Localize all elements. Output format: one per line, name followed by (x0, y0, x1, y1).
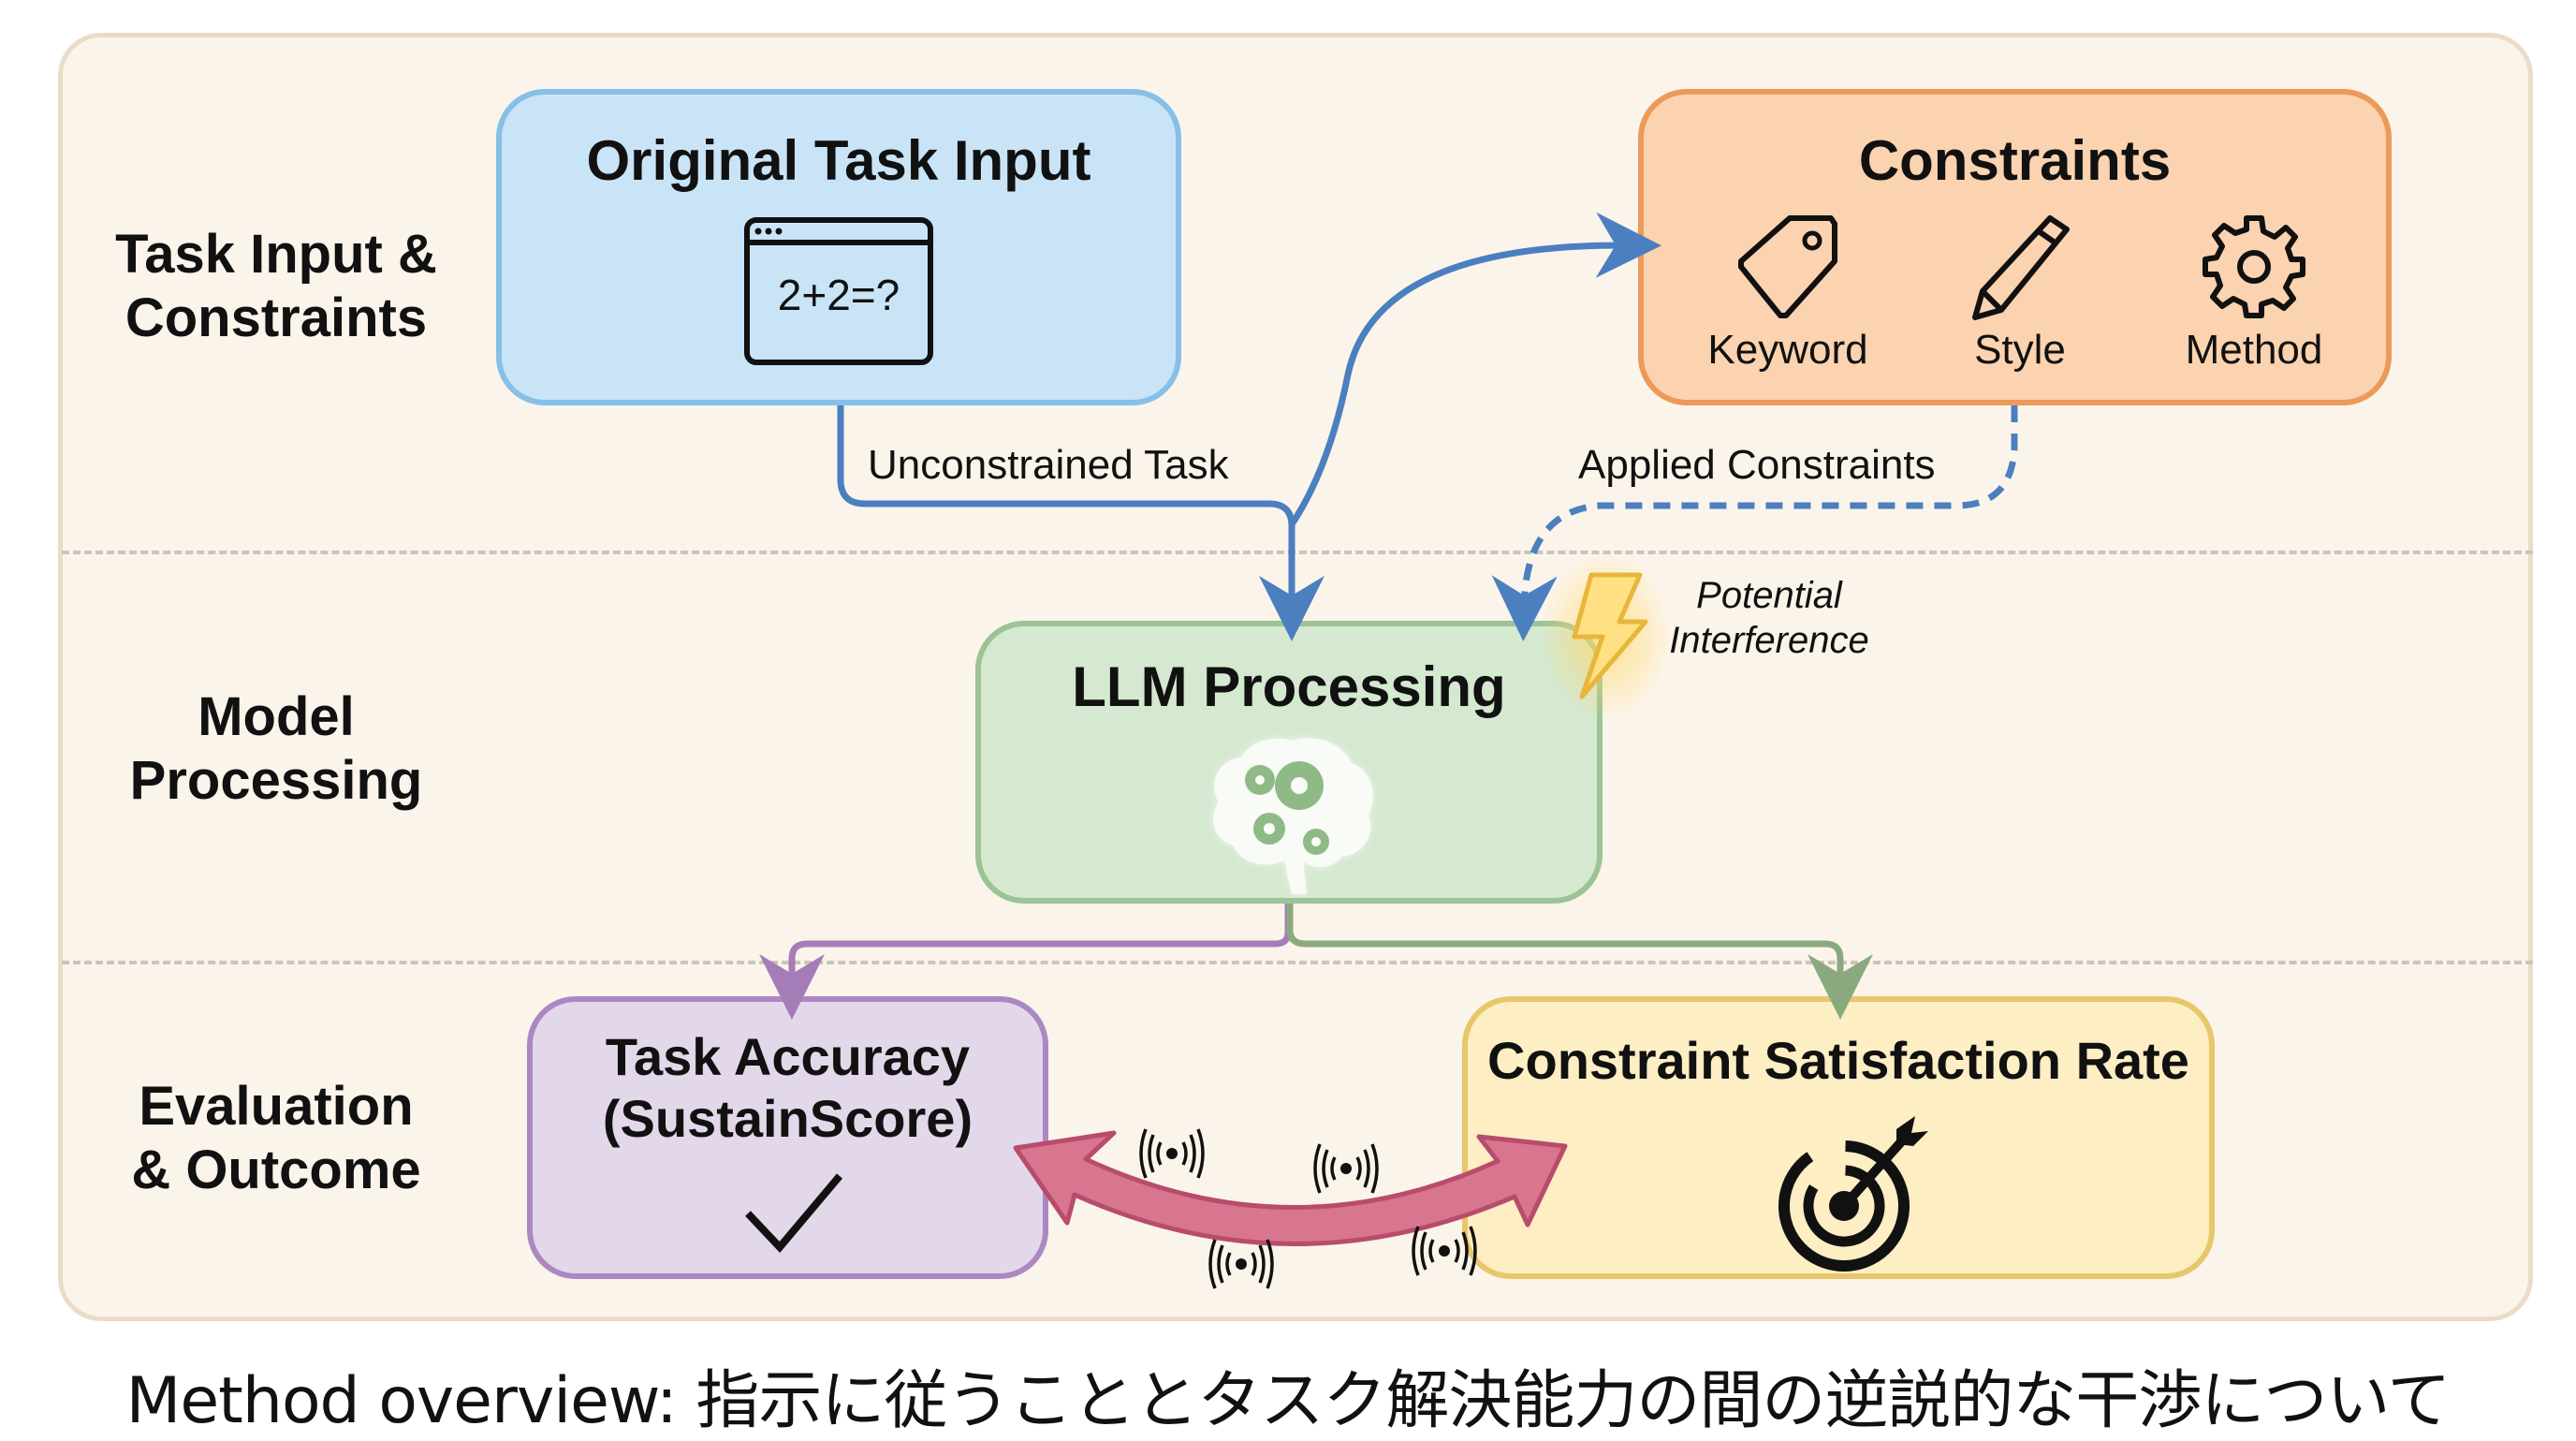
lightning-icon (1572, 572, 1648, 699)
constraint-label-style: Style (1974, 327, 2066, 373)
vibration-icon (1412, 1226, 1477, 1276)
edge-unconstrained-task (837, 405, 1325, 641)
edge-applied-constraints (1491, 405, 2018, 641)
section-label-line: Task Input & (115, 224, 437, 285)
section-label-model: Model Processing (108, 685, 445, 813)
section-label-line: Processing (129, 750, 423, 811)
edge-to-constraints (1289, 212, 1661, 526)
checkmark-icon (745, 1173, 843, 1254)
edge-label-applied-constraints: Applied Constraints (1578, 442, 1936, 488)
section-label-line: Model (198, 686, 355, 747)
target-icon (1778, 1116, 1928, 1272)
node-title: Constraints (1858, 129, 2172, 192)
section-label-line: Constraints (124, 287, 428, 348)
node-title-line: (SustainScore) (602, 1089, 973, 1148)
tag-icon (1738, 215, 1837, 318)
edge-to-constraint-satisfaction (1286, 904, 1873, 1020)
section-divider (62, 961, 2533, 964)
browser-window-icon: 2+2=? (744, 217, 933, 365)
figure-caption: Method overview: 指示に従うこととタスク解決能力の間の逆説的な干… (125, 1364, 2452, 1438)
vibration-icon (1313, 1143, 1379, 1194)
node-title: LLM Processing (1072, 655, 1506, 718)
section-label-input: Task Input & Constraints (108, 223, 445, 350)
vibration-icon (1139, 1128, 1205, 1179)
llm-processing-node: LLM Processing (975, 621, 1603, 904)
pencil-icon (1972, 215, 2070, 320)
icon-equation-text: 2+2=? (778, 271, 900, 319)
interference-annotation: Potential Interference (1664, 573, 1874, 663)
vibration-icon (1208, 1239, 1274, 1289)
node-title: Constraint Satisfaction Rate (1487, 1031, 2189, 1090)
edge-to-task-accuracy (759, 904, 1292, 1020)
tradeoff-arrow (1013, 1130, 1568, 1246)
node-title-line: Task Accuracy (605, 1027, 971, 1086)
constraint-label-method: Method (2185, 327, 2323, 373)
section-label-evaluation: Evaluation & Outcome (108, 1075, 445, 1202)
edge-label-unconstrained-task: Unconstrained Task (868, 442, 1229, 488)
section-label-line: Evaluation (139, 1076, 414, 1137)
constraint-label-keyword: Keyword (1707, 327, 1868, 373)
interference-line: Interference (1669, 620, 1869, 661)
brain-gears-icon (1212, 738, 1373, 894)
gear-icon (2203, 215, 2305, 318)
interference-line: Potential (1696, 575, 1842, 616)
node-title: Task Accuracy (SustainScore) (533, 1026, 1043, 1150)
section-divider (62, 551, 2533, 554)
node-title: Original Task Input (586, 129, 1091, 192)
section-label-line: & Outcome (131, 1140, 421, 1200)
original-task-input-node: Original Task Input 2+2=? (496, 89, 1181, 405)
